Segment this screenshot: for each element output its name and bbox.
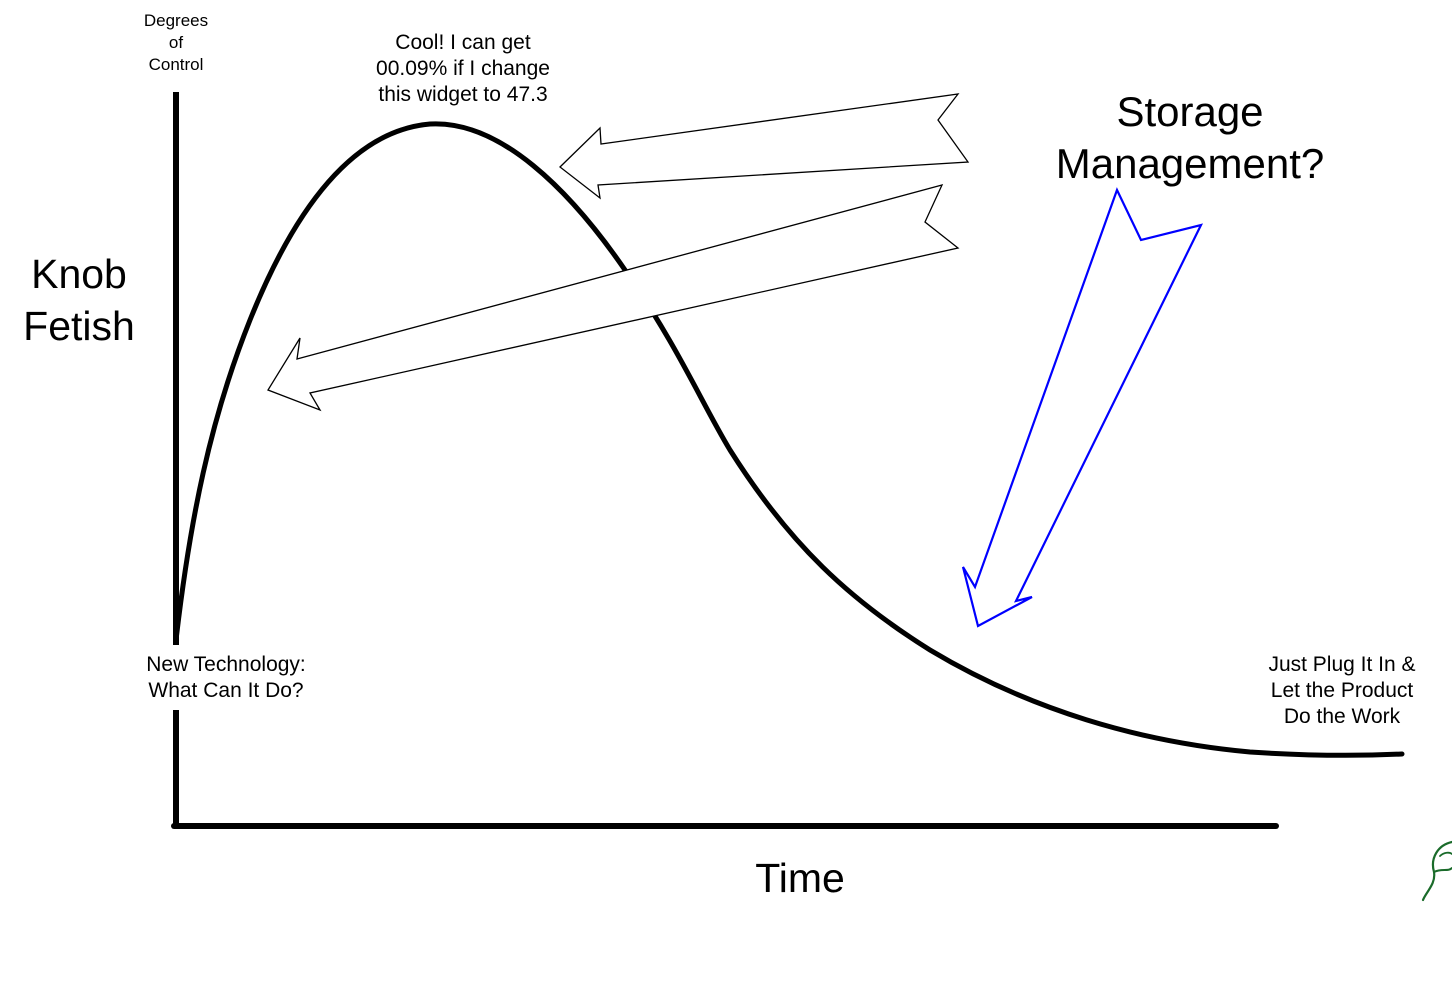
adoption-curve xyxy=(173,121,1405,758)
start-label: New Technology: What Can It Do? xyxy=(96,652,356,704)
storage-management-arrow xyxy=(961,187,1204,628)
rising-pointer-arrow xyxy=(267,184,960,412)
peak-callout-line: this widget to 47.3 xyxy=(378,83,548,106)
start-label-line: What Can It Do? xyxy=(148,679,304,702)
x-axis-label: Time xyxy=(700,852,900,904)
y-axis-label: Degrees of Control xyxy=(122,10,230,76)
y-axis-label-line: Control xyxy=(148,55,204,74)
left-title-line: Fetish xyxy=(23,303,135,349)
peak-callout: Cool! I can get 00.09% if I change this … xyxy=(318,30,608,108)
storage-management-question: Storage Management? xyxy=(1020,86,1360,190)
y-axis-label-line: Degrees xyxy=(143,11,209,30)
left-title: Knob Fetish xyxy=(0,248,158,352)
peak-pointer-arrow xyxy=(559,93,970,200)
y-axis-label-line: of xyxy=(168,33,184,52)
logo-icon xyxy=(1421,840,1452,902)
peak-callout-line: 00.09% if I change xyxy=(376,57,550,80)
left-title-line: Knob xyxy=(31,251,127,297)
question-line: Management? xyxy=(1055,140,1325,187)
start-label-line: New Technology: xyxy=(146,653,306,676)
x-axis-label-text: Time xyxy=(755,855,845,901)
end-label: Just Plug It In & Let the Product Do the… xyxy=(1234,652,1450,730)
end-label-line: Let the Product xyxy=(1270,679,1414,702)
question-line: Storage xyxy=(1116,88,1264,135)
peak-callout-line: Cool! I can get xyxy=(395,31,531,54)
end-label-line: Just Plug It In & xyxy=(1268,653,1416,676)
end-label-line: Do the Work xyxy=(1283,705,1401,728)
